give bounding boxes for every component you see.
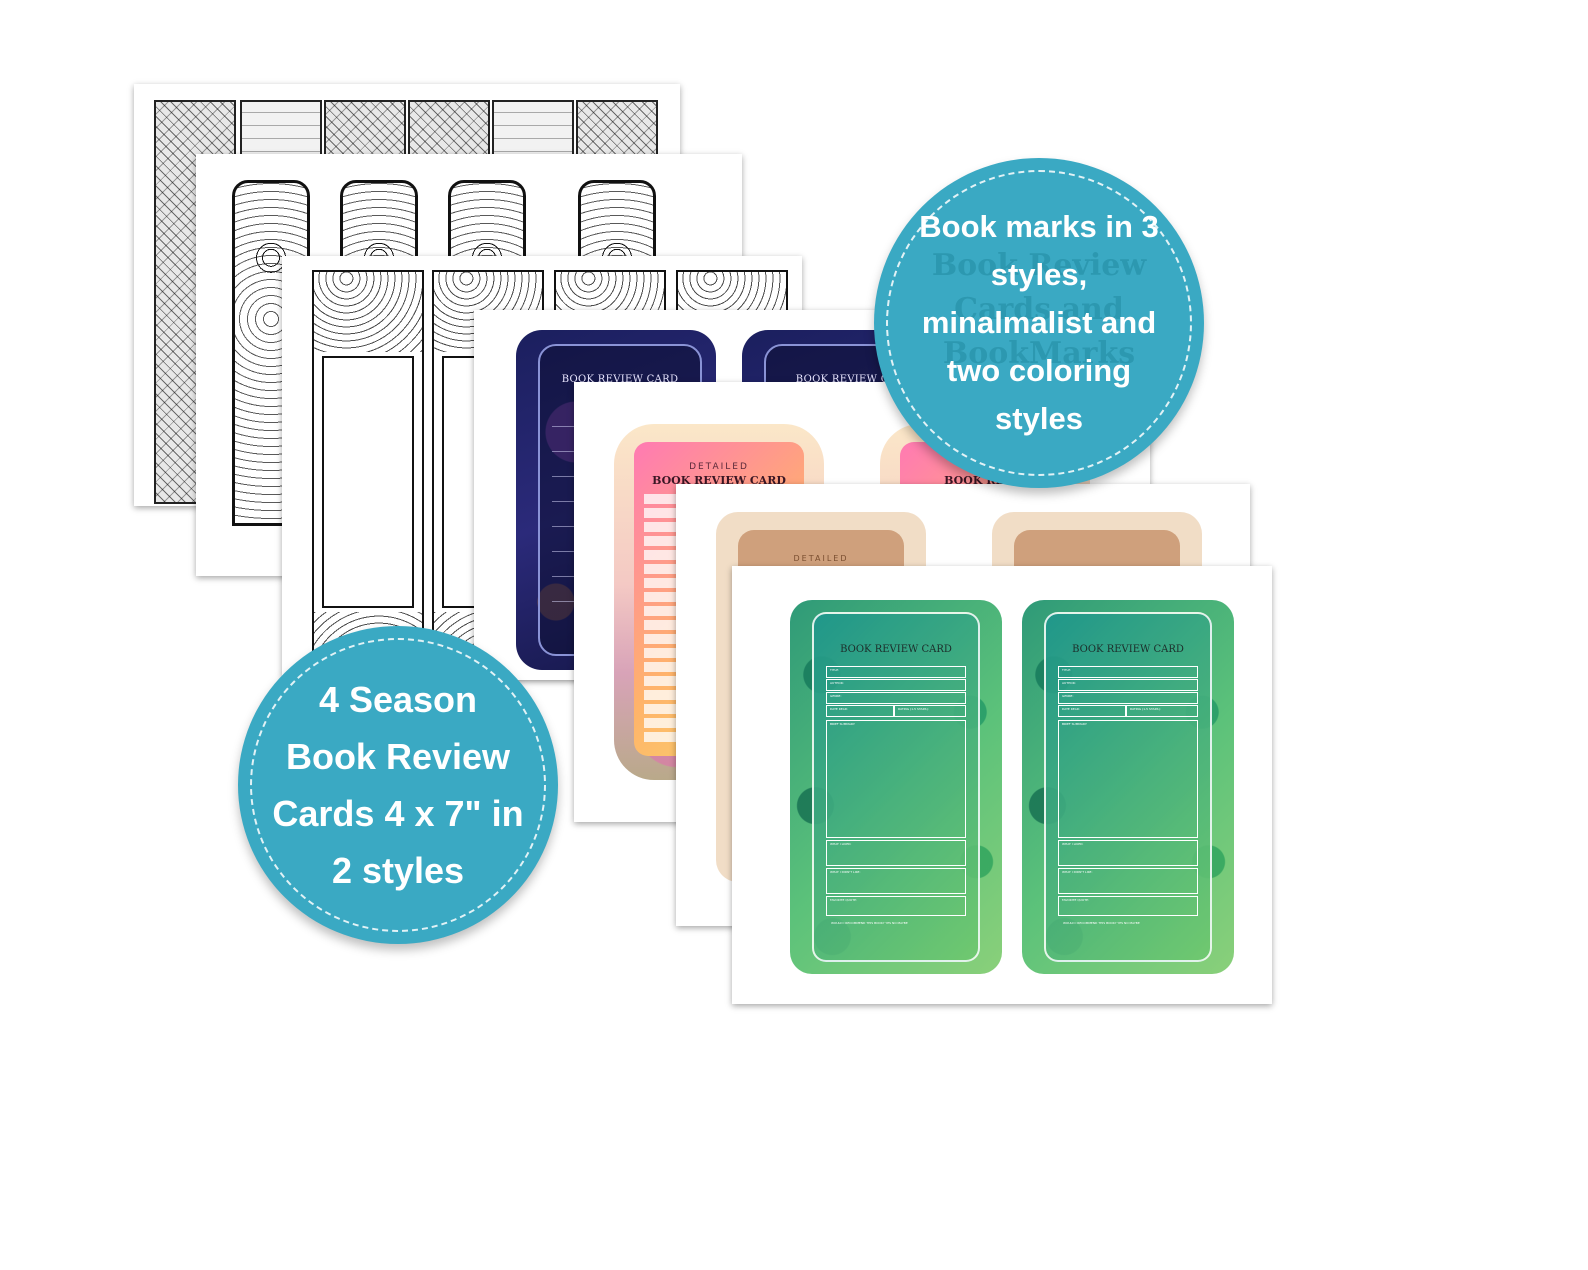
green-review-card: BOOK REVIEW CARD TITLE: AUTHOR: GENRE: D… (1022, 600, 1234, 974)
field-label-didnt-like: WHAT I DIDN'T LIKE: (1062, 870, 1093, 874)
field-label-title: TITLE: (830, 668, 840, 672)
green-review-card: BOOK REVIEW CARD TITLE: AUTHOR: GENRE: D… (790, 600, 1002, 974)
field-label-recommend: WOULD I RECOMMEND THIS BOOK? YES NO MAYB… (1063, 921, 1140, 925)
field-label-didnt-like: WHAT I DIDN'T LIKE: (830, 870, 861, 874)
feature-badge-review-cards: 4 Season Book Review Cards 4 x 7" in 2 s… (238, 626, 558, 944)
badge-text: Book marks in 3 styles, minalmalist and … (919, 209, 1159, 436)
field-label-quote: FAVORITE QUOTE: (830, 898, 857, 902)
card-kicker: DETAILED (689, 462, 749, 472)
card-title: BOOK REVIEW CARD (840, 644, 952, 655)
field-label-rating: RATING (1-5 STARS): (1130, 707, 1161, 711)
card-title: BOOK REVIEW CA (795, 374, 897, 385)
badge-ghost-text: Book Review Cards and BookMarks (931, 248, 1147, 371)
card-kicker: DETAILED (793, 554, 849, 563)
field-label-liked: WHAT I LIKED: (830, 842, 852, 846)
badge-text: 4 Season Book Review Cards 4 x 7" in 2 s… (272, 679, 524, 891)
field-label-rating: RATING (1-5 STARS): (898, 707, 929, 711)
floral-bookmark (312, 270, 424, 676)
field-label-genre: GENRE: (1062, 694, 1074, 698)
field-label-summary: BRIEF SUMMARY: (830, 722, 856, 726)
field-label-author: AUTHOR: (830, 681, 844, 685)
field-label-title: TITLE: (1062, 668, 1072, 672)
card-title: BOOK REVIEW CARD (652, 474, 786, 487)
field-label-summary: BRIEF SUMMARY: (1062, 722, 1088, 726)
field-label-genre: GENRE: (830, 694, 842, 698)
card-title: BOOK REVIEW CARD (1072, 644, 1184, 655)
field-label-liked: WHAT I LIKED: (1062, 842, 1084, 846)
card-title: BOOK REVIEW CARD (561, 374, 679, 385)
field-label-recommend: WOULD I RECOMMEND THIS BOOK? YES NO MAYB… (831, 921, 908, 925)
green-review-card-sheet: BOOK REVIEW CARD TITLE: AUTHOR: GENRE: D… (732, 566, 1272, 1004)
field-label-author: AUTHOR: (1062, 681, 1076, 685)
field-label-quote: FAVORITE QUOTE: (1062, 898, 1089, 902)
field-label-date-read: DATE READ: (1062, 707, 1081, 711)
field-label-date-read: DATE READ: (830, 707, 849, 711)
feature-badge-bookmarks: Book Review Cards and BookMarks Book mar… (874, 158, 1204, 488)
